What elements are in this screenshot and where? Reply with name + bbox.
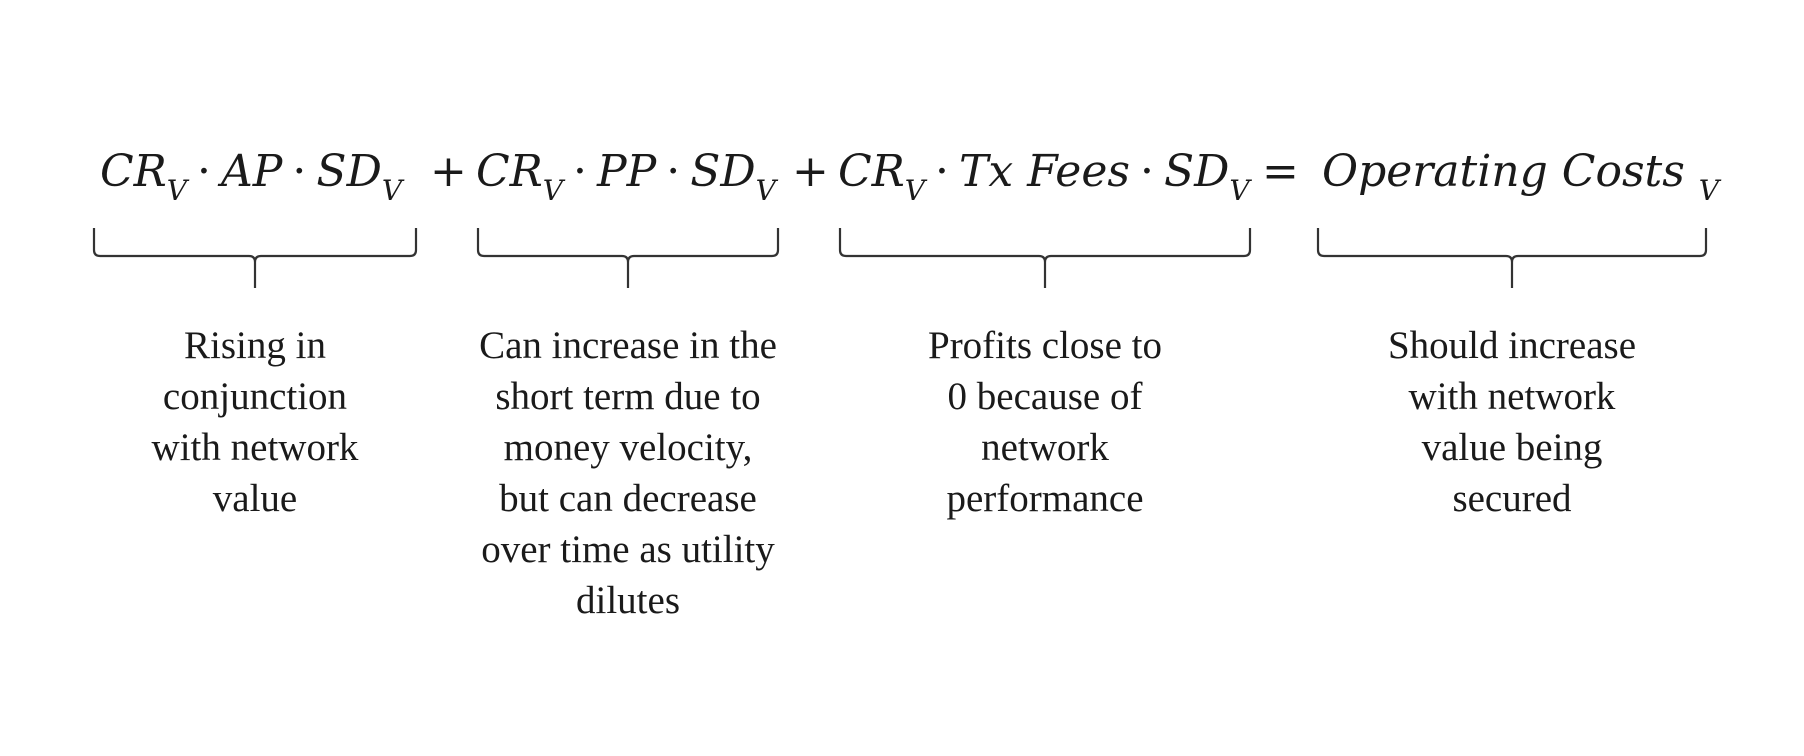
equals-operator: = (1262, 146, 1299, 197)
term-3: CRV·Tx Fees·SDV (838, 150, 1250, 205)
cr-subscript: V (166, 174, 188, 207)
annotation-4: Should increase with network value being… (1352, 320, 1672, 524)
annotation-line: short term due to (495, 375, 761, 418)
annotation-line: with network (151, 426, 359, 469)
tx-fees-symbol: Tx Fees (959, 146, 1130, 197)
annotation-line: performance (946, 477, 1144, 520)
plus-operator-2: + (792, 146, 829, 197)
sd-subscript: V (1229, 174, 1250, 207)
annotation-line: conjunction (162, 375, 348, 418)
operating-costs-symbol: Operating Costs (1322, 146, 1685, 197)
underbrace-2 (476, 228, 780, 288)
annotation-line: network (981, 426, 1109, 469)
annotation-line: dilutes (576, 579, 680, 622)
underbrace-1 (92, 228, 418, 288)
dot-operator: · (292, 146, 307, 197)
annotation-line: with network (1408, 375, 1616, 418)
annotation-3: Profits close to 0 because of network pe… (880, 320, 1210, 524)
sd-symbol: SD (1163, 146, 1230, 197)
dot-operator: · (1139, 146, 1154, 197)
cr-symbol: CR (100, 146, 167, 197)
underbrace-4 (1316, 228, 1708, 288)
sd-symbol: SD (690, 146, 756, 197)
pp-symbol: PP (597, 146, 657, 197)
annotation-line: over time as utility (481, 528, 775, 571)
plus-operator-1: + (430, 146, 467, 197)
annotation-2: Can increase in the short term due to mo… (448, 320, 808, 626)
term-2: CRV·PP·SDV (476, 150, 776, 205)
annotation-line: Can increase in the (479, 324, 777, 367)
sd-subscript: V (755, 174, 776, 207)
dot-operator: · (197, 146, 212, 197)
cr-symbol: CR (476, 146, 543, 197)
term-1: CRV·AP·SDV (100, 150, 402, 205)
annotation-line: money velocity, (503, 426, 753, 469)
ap-symbol: AP (221, 146, 283, 197)
dot-operator: · (935, 146, 950, 197)
annotation-line: but can decrease (499, 477, 757, 520)
annotation-line: value being (1421, 426, 1603, 469)
dot-operator: · (666, 146, 681, 197)
operating-costs-subscript: V (1698, 174, 1720, 207)
annotation-line: secured (1452, 477, 1572, 520)
annotation-1: Rising in conjunction with network value (105, 320, 405, 524)
dot-operator: · (573, 146, 588, 197)
annotation-line: Should increase (1387, 324, 1636, 367)
annotation-line: Rising in (184, 324, 326, 367)
sd-subscript: V (381, 174, 403, 207)
cr-symbol: CR (838, 146, 905, 197)
annotation-line: value (212, 477, 298, 520)
annotation-line: 0 because of (947, 375, 1143, 418)
cr-subscript: V (542, 174, 564, 207)
underbrace-3 (838, 228, 1252, 288)
annotation-line: Profits close to (928, 324, 1162, 367)
cr-subscript: V (904, 174, 926, 207)
sd-symbol: SD (316, 146, 382, 197)
